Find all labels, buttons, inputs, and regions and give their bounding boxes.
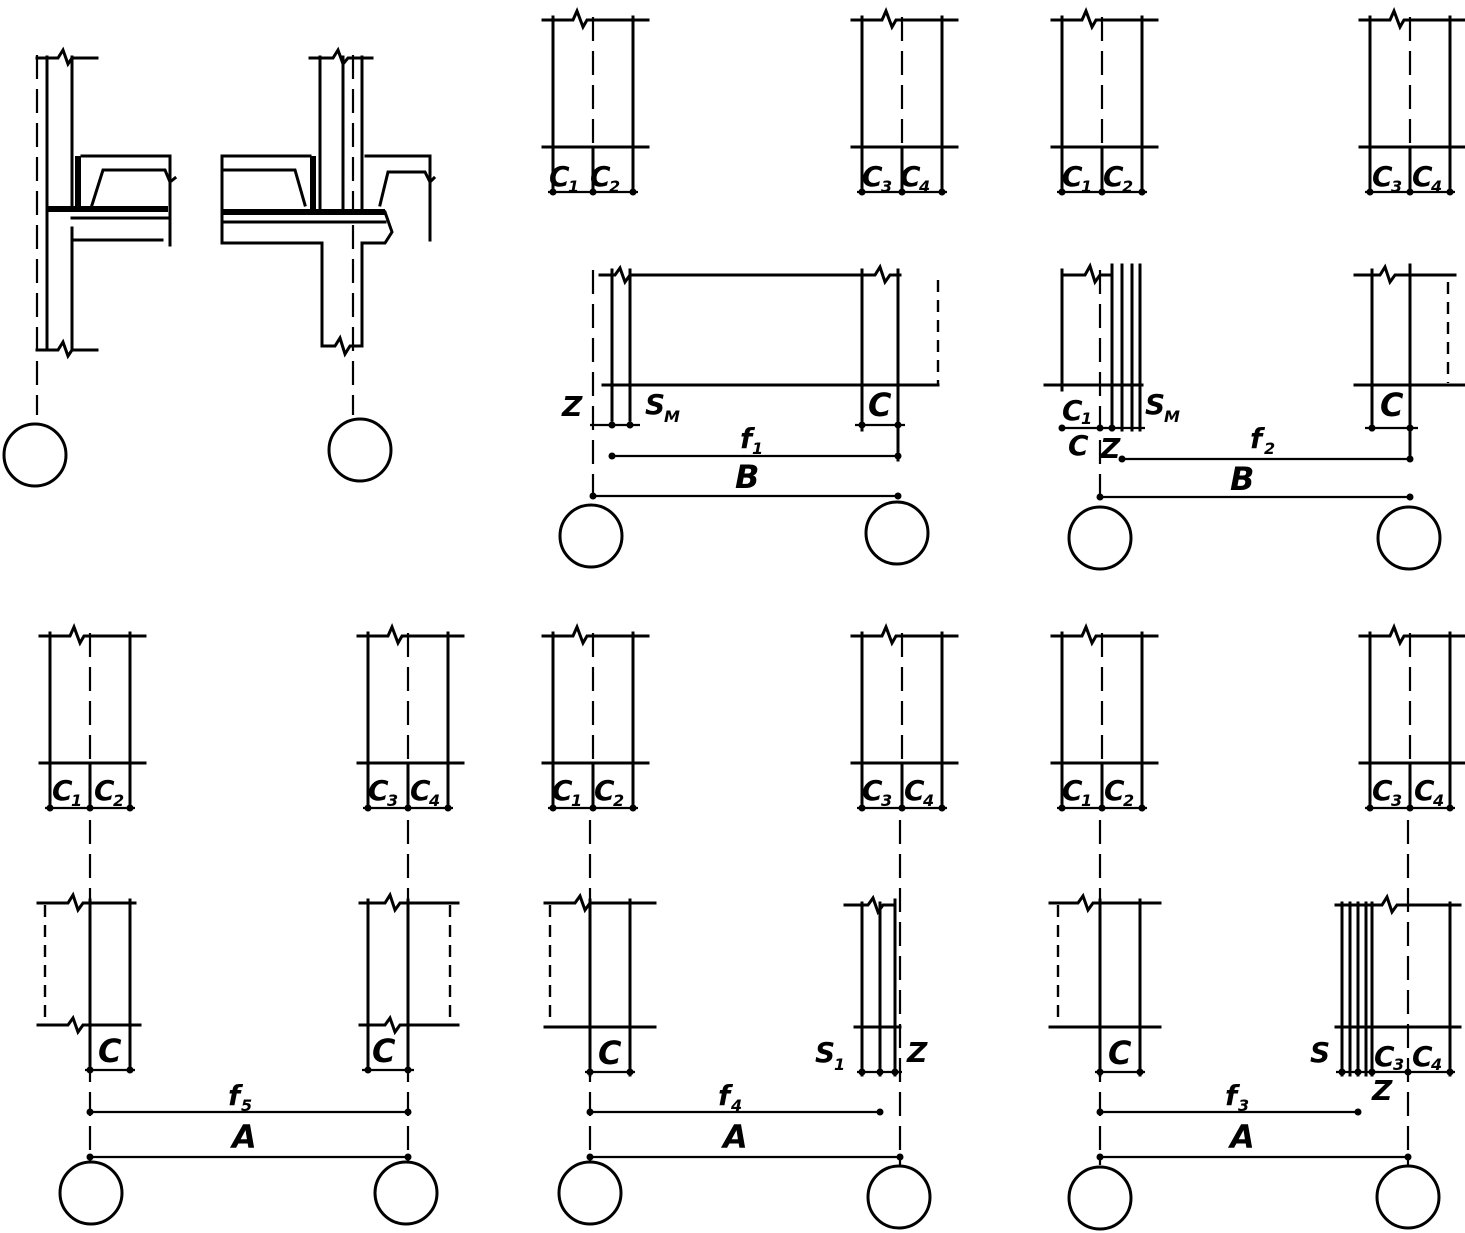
label-c: C [1108, 1034, 1132, 1072]
label-f4-sub: 4 [730, 1096, 742, 1115]
panel-f3: C1 C2 C3 C4 C S C3 [1048, 625, 1465, 1231]
label-c2: C [594, 774, 615, 807]
label-c3: C [862, 160, 883, 193]
label-z: Z [1371, 1074, 1393, 1107]
label-c3-sub: 3 [881, 177, 892, 196]
label-c: C [1380, 386, 1404, 424]
label-c4: C [410, 774, 431, 807]
label-a: A [720, 1118, 748, 1156]
label-f4: f [718, 1079, 734, 1112]
label-c4: C [1412, 1040, 1433, 1073]
label-s-m: S [645, 388, 665, 421]
section-detail [2, 46, 437, 488]
label-f1: f [740, 422, 756, 455]
label-c3-sub: 3 [1391, 177, 1402, 196]
label-s1: S [815, 1036, 835, 1069]
label-c1-sub: 1 [1081, 177, 1092, 196]
label-b: B [735, 458, 759, 496]
label-c1: C [1062, 160, 1083, 193]
label-c3-sub: 3 [387, 791, 398, 810]
label-c2: C [1103, 160, 1124, 193]
label-c: C [868, 386, 892, 424]
label-c3: C [862, 774, 883, 807]
label-c4: C [1414, 774, 1435, 807]
label-s-m-sub: M [664, 407, 680, 426]
label-c: C [1374, 1040, 1395, 1073]
label-s: S [1310, 1036, 1330, 1069]
label-c2-sub: 2 [609, 177, 620, 196]
label-c1: C [1062, 394, 1083, 427]
label-c2-sub: 2 [1123, 791, 1134, 810]
label-c1: C [1062, 774, 1083, 807]
label-f2: f [1250, 422, 1266, 455]
label-c4-sub: 4 [1430, 177, 1442, 196]
label-c: C [372, 1032, 396, 1070]
label-c3-sub: 3 [1391, 791, 1402, 810]
label-c4-sub: 4 [918, 177, 930, 196]
label-c1-sub: 1 [1081, 791, 1092, 810]
label-f1-sub: 1 [752, 439, 763, 458]
label-c4-sub: 4 [428, 791, 440, 810]
label-c4: C [1412, 160, 1433, 193]
label-c1-sub: 1 [71, 791, 82, 810]
label-c: C [98, 1032, 122, 1070]
label-c1: C [52, 774, 73, 807]
label-s-m: S [1145, 388, 1165, 421]
label-f3: f [1225, 1079, 1241, 1112]
label-c2-sub: 2 [1122, 177, 1133, 196]
label-c3: C [1372, 160, 1393, 193]
label-a: A [1227, 1118, 1255, 1156]
label-c4-sub: 4 [922, 791, 934, 810]
label-c2-sub: 2 [113, 791, 124, 810]
label-f2-sub: 2 [1264, 439, 1275, 458]
label-s1-sub: 1 [834, 1055, 845, 1074]
label-c2-sub: 2 [613, 791, 624, 810]
label-a: A [229, 1118, 257, 1156]
label-c2: C [1104, 774, 1125, 807]
label-c2: C [590, 160, 611, 193]
label-s-m-sub: M [1164, 407, 1180, 426]
label-f3-sub: 3 [1238, 1096, 1249, 1115]
label-z: Z [906, 1036, 928, 1069]
label-c1: C [552, 774, 573, 807]
label-c4-sub: 4 [1430, 1055, 1442, 1074]
label-z: Z [1099, 432, 1121, 465]
label-c4-sub: 4 [1432, 791, 1444, 810]
label-f5-sub: 5 [241, 1096, 252, 1115]
label-c1: C [549, 160, 570, 193]
label-c4: C [904, 774, 925, 807]
label-c1-sub: 1 [571, 791, 582, 810]
label-c3: C [368, 774, 389, 807]
label-c4: C [900, 160, 921, 193]
label-c: C [598, 1034, 622, 1072]
label-c2: C [94, 774, 115, 807]
label-c3-sub: 3 [1393, 1055, 1404, 1074]
label-c3-sub: 3 [881, 791, 892, 810]
label-c: C [1068, 429, 1089, 462]
label-c3: C [1372, 774, 1393, 807]
label-b: B [1230, 460, 1254, 498]
label-c1-sub: 1 [568, 177, 579, 196]
label-z: Z [561, 390, 583, 423]
label-f5: f [228, 1079, 244, 1112]
label-c1-sub: 1 [1081, 409, 1092, 428]
